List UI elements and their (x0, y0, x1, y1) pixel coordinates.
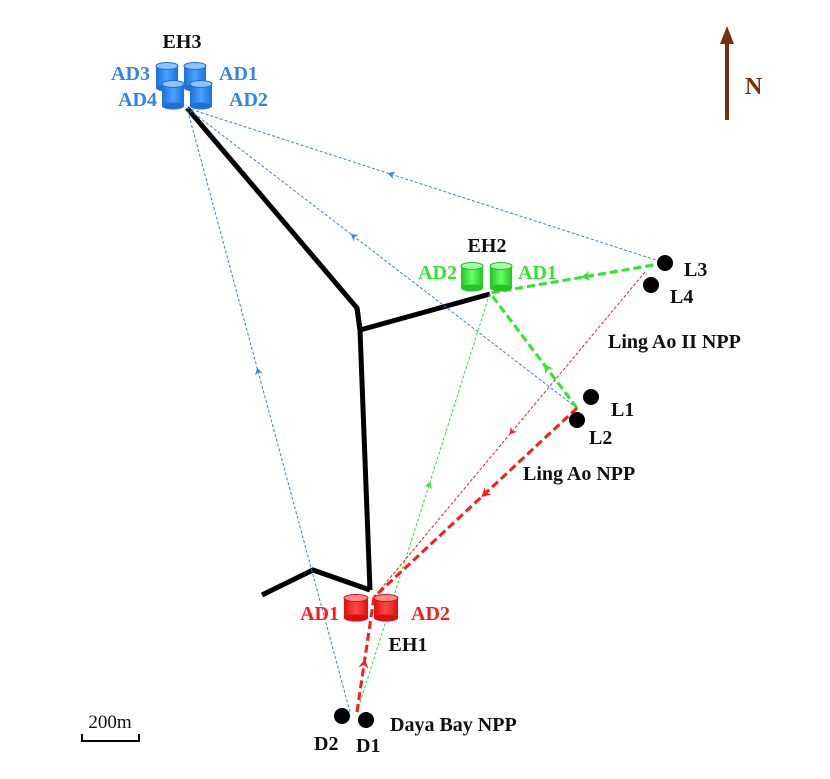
eh3-ad2-cylinder (189, 80, 213, 110)
eh2-ad2-label: AD2 (418, 262, 457, 284)
daya-bay-npp-label: Daya Bay NPP (390, 714, 517, 736)
reactor-core-l2 (569, 412, 585, 428)
reactor-label-l4: L4 (670, 286, 693, 308)
baseline-l1-eh3 (186, 107, 578, 409)
baseline-l3-eh2 (489, 261, 666, 295)
eh1-detector-group (343, 594, 399, 622)
eh3-ad1-label: AD1 (219, 63, 258, 85)
north-label: N (745, 74, 763, 100)
north-arrow-icon (720, 26, 734, 44)
baseline-d-eh1-arrow-icon (358, 659, 369, 669)
scale-bar-label: 200m (88, 712, 132, 733)
eh2-detector-group (460, 262, 513, 292)
eh3-detector-group (155, 62, 213, 110)
baseline-l3-eh3 (186, 107, 666, 264)
eh3-ad4-label: AD4 (118, 89, 157, 111)
baseline-l3-eh3-arrow-icon (387, 171, 396, 180)
reactor-label-d2: D2 (314, 733, 338, 755)
reactor-cores (334, 255, 673, 728)
reactor-core-d1 (358, 712, 374, 728)
reactor-label-l3: L3 (684, 259, 707, 281)
north-arrow: N (720, 26, 763, 120)
eh1-ad2-label: AD2 (411, 603, 450, 625)
eh2-label: EH2 (468, 235, 507, 257)
baseline-lines (186, 107, 666, 713)
eh1-ad2-cylinder (373, 594, 399, 622)
eh1-label: EH1 (389, 634, 428, 656)
eh2-ad1-cylinder (489, 262, 513, 292)
baseline-l1-eh1-arrow-icon (481, 487, 492, 497)
tunnel-eh3-branch (185, 106, 363, 331)
reactor-core-l3 (657, 255, 673, 271)
tunnel-main (354, 307, 373, 591)
baseline-l3-eh1-arrow-icon (509, 426, 518, 435)
tunnel-eh2-branch (359, 291, 491, 333)
eh3-ad4-cylinder (161, 80, 185, 110)
tunnel-eh1-branch (260, 567, 371, 598)
scale-bar: 200m (81, 712, 140, 742)
eh3-ad3-label: AD3 (111, 63, 150, 85)
baseline-l3-eh2-arrow-icon (581, 270, 591, 281)
eh2-ad2-cylinder (460, 262, 484, 292)
baseline-d-eh3 (186, 107, 351, 713)
reactor-label-l2: L2 (589, 427, 612, 449)
baseline-d-eh2 (356, 292, 491, 713)
eh2-ad1-label: AD1 (518, 262, 557, 284)
baseline-d-eh2-arrow-icon (424, 481, 432, 490)
baseline-l1-eh2-arrow-icon (543, 364, 554, 375)
baseline-l1-eh1 (372, 406, 579, 599)
eh1-ad1-label: AD1 (300, 603, 339, 625)
eh3-label: EH3 (163, 31, 202, 53)
eh1-ad1-cylinder (343, 594, 369, 622)
reactor-core-l4 (643, 277, 659, 293)
baseline-d-eh3-arrow-icon (255, 367, 263, 376)
baseline-l1-eh2 (488, 292, 579, 409)
reactor-core-l1 (583, 389, 599, 405)
baseline-d-eh1 (355, 596, 376, 713)
reactor-label-l1: L1 (611, 399, 634, 421)
baseline-l1-eh3-arrow-icon (350, 234, 359, 242)
eh3-ad2-label: AD2 (229, 89, 268, 111)
ling-ao-npp-label: Ling Ao NPP (523, 463, 635, 485)
reactor-label-d1: D1 (356, 735, 380, 757)
ling-ao-ii-npp-label: Ling Ao II NPP (608, 331, 741, 353)
tunnel-network (185, 106, 491, 598)
reactor-core-d2 (334, 708, 350, 724)
